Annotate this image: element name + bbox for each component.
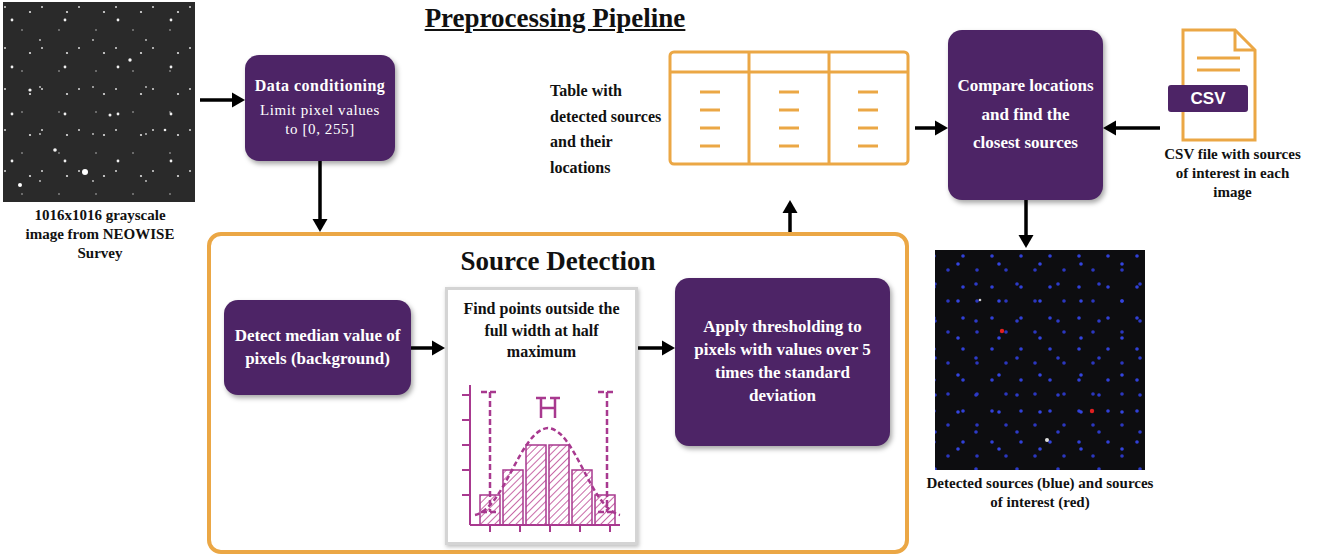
histogram-bar (595, 495, 615, 525)
flow-arrow (915, 121, 948, 136)
process-box: Compare locations and find the closest s… (948, 30, 1103, 200)
arrowhead (1019, 235, 1034, 248)
source-of-interest-mark (1000, 329, 1004, 333)
arrowhead (935, 121, 948, 136)
box-label: Find points outside the full width at ha… (454, 298, 629, 363)
table-icon (670, 52, 908, 164)
image-background (3, 2, 195, 202)
source-of-interest-mark (1090, 409, 1094, 413)
output-image-node: Detected sources (blue) and sources of i… (925, 248, 1155, 516)
detected-source-marks (935, 250, 1145, 470)
connector-line (200, 98, 233, 102)
box-label: Compare locations and find the closest s… (956, 72, 1095, 159)
star (18, 183, 22, 187)
document-lines (1197, 58, 1240, 70)
star-field (3, 2, 195, 202)
connector-line (318, 161, 322, 220)
csv-file-node: CSVCSV file with sources of interest in … (1160, 28, 1305, 190)
process-box: Data conditioningLimit pixel values to [… (245, 55, 395, 161)
histogram-bar (549, 445, 569, 525)
flow-arrow (1103, 121, 1160, 136)
connector-line (1115, 126, 1160, 130)
table-node: Table with detected sources and their lo… (548, 48, 915, 200)
histogram-bar (526, 445, 546, 525)
arrowhead (313, 219, 328, 232)
connector-line (638, 346, 663, 350)
flow-arrow (1019, 200, 1034, 248)
fwhm-marker (481, 392, 499, 512)
axis-ticks (490, 525, 610, 532)
flow-arrow (638, 341, 675, 356)
output-star-image (935, 250, 1145, 470)
star (164, 129, 167, 132)
star (53, 148, 57, 152)
process-box: Apply thresholding to pixels with values… (675, 278, 890, 446)
image-background (935, 250, 1145, 470)
star (1045, 438, 1049, 442)
gaussian-curve (475, 428, 620, 515)
star (28, 88, 31, 91)
axis-ticks (462, 395, 470, 495)
arrowhead (232, 93, 245, 108)
histogram-bar (572, 470, 592, 525)
peak-marker (536, 398, 560, 418)
file-type-band: CSV (1168, 85, 1248, 112)
diagram-title: Preprocessing Pipeline (375, 3, 735, 34)
flow-arrow (783, 200, 798, 232)
table-description: Table with detected sources and their lo… (550, 78, 667, 180)
table-column-line (828, 52, 831, 164)
box-heading: Data conditioning (255, 76, 386, 97)
input-image-node: 1016x1016 grayscale image from NEOWISE S… (0, 0, 200, 272)
bright-star (82, 169, 88, 175)
arrowhead (432, 341, 445, 356)
histogram-icon (462, 385, 620, 532)
table-header-line (670, 71, 908, 74)
image-caption: 1016x1016 grayscale image from NEOWISE S… (15, 206, 185, 262)
arrowhead (662, 341, 675, 356)
file-caption: CSV file with sources of interest in eac… (1160, 145, 1305, 201)
connector-line (1024, 200, 1028, 236)
box-label: Apply thresholding to pixels with values… (683, 316, 882, 408)
table-cell-dashes (700, 92, 878, 146)
table-column-line (748, 52, 751, 164)
star-field (3, 2, 195, 202)
image-caption: Detected sources (blue) and sources of i… (925, 474, 1155, 512)
arrowhead (1103, 121, 1116, 136)
connector-line (411, 346, 433, 350)
flow-arrow (313, 161, 328, 232)
flow-arrow (200, 93, 245, 108)
histogram-bar (503, 470, 523, 525)
box-label: Detect median value of pixels (backgroun… (232, 325, 403, 371)
group-title: Source Detection (211, 246, 905, 277)
star (109, 114, 112, 117)
detected-source-marks (935, 250, 1145, 470)
illustrated-step-box: Find points outside the full width at ha… (445, 287, 638, 545)
star (979, 299, 982, 302)
axis (469, 385, 471, 525)
fwhm-marker (598, 392, 616, 512)
document-fold (1235, 30, 1255, 50)
input-star-image (3, 2, 195, 202)
star (128, 58, 131, 61)
process-box: Detect median value of pixels (backgroun… (224, 300, 411, 395)
group-box: Source DetectionDetect median value of p… (207, 232, 909, 554)
connector-line (788, 212, 792, 232)
flow-arrow (411, 341, 445, 356)
arrowhead (783, 200, 798, 213)
box-body: Limit pixel values to [0, 255] (253, 101, 387, 140)
connector-line (915, 126, 936, 130)
table-outline (670, 52, 908, 164)
